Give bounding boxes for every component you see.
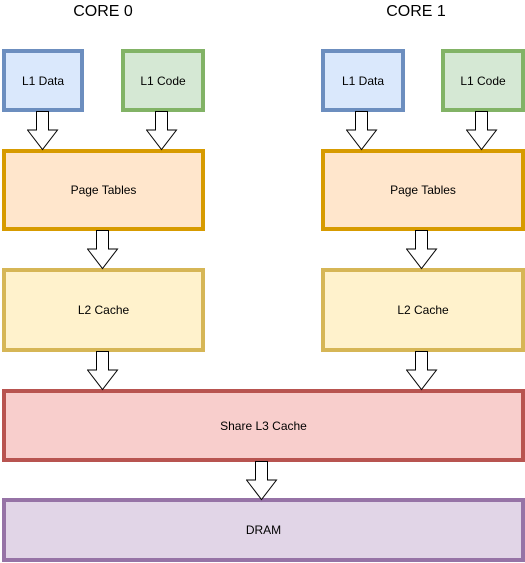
core-0-page-tables: Page Tables	[2, 149, 205, 231]
arrow-core0-l1code-to-pagetables	[146, 111, 178, 151]
core-1-l1-code: L1 Code	[441, 49, 525, 112]
core-0-l1-data: L1 Data	[2, 49, 84, 112]
core-0-title: CORE 0	[73, 3, 133, 20]
arrow-l3-to-dram	[246, 461, 278, 501]
dram: DRAM	[2, 498, 525, 562]
core-0-l2-cache: L2 Cache	[2, 268, 205, 352]
arrow-core1-l1data-to-pagetables	[346, 111, 378, 151]
core-0-l1-code: L1 Code	[121, 49, 205, 112]
arrow-core1-l2-to-l3	[406, 351, 438, 391]
arrow-core0-l1data-to-pagetables	[27, 111, 59, 151]
arrow-core1-pagetables-to-l2	[406, 230, 438, 270]
core-1-l2-cache: L2 Cache	[321, 268, 525, 352]
shared-l3-cache: Share L3 Cache	[2, 389, 525, 462]
core-1-l1-data: L1 Data	[321, 49, 405, 112]
core-1-page-tables: Page Tables	[321, 149, 525, 231]
core-1-title: CORE 1	[386, 3, 446, 20]
arrow-core0-pagetables-to-l2	[87, 230, 119, 270]
arrow-core0-l2-to-l3	[87, 351, 119, 391]
arrow-core1-l1code-to-pagetables	[466, 111, 498, 151]
